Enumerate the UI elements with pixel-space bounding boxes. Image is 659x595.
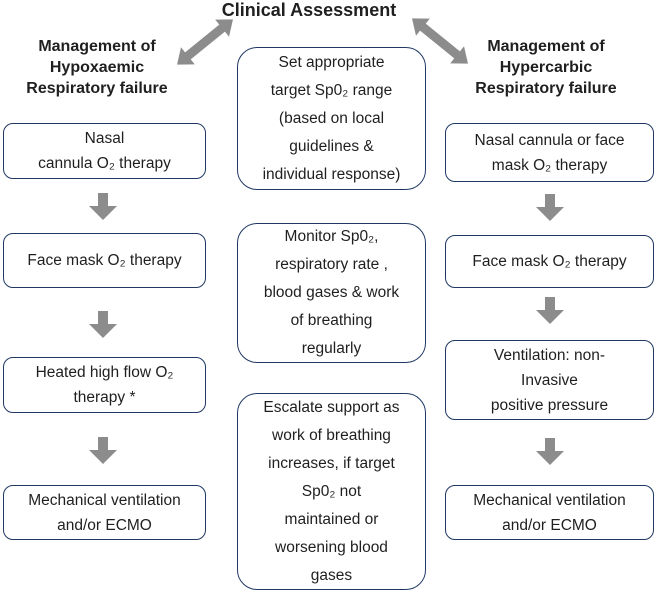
box-nasal-cannula-o2-therapy: Nasal cannula O₂ therapy <box>3 123 206 179</box>
box-non-invasive-ventilation: Ventilation: non- Invasive positive pres… <box>445 340 654 420</box>
box-monitor-spo2: Monitor Sp0₂, respiratory rate , blood g… <box>237 223 426 363</box>
box-face-mask-o2-therapy-right: Face mask O₂ therapy <box>445 235 654 288</box>
page-title: Clinical Assessment <box>221 0 397 20</box>
down-arrow-icon <box>536 438 564 465</box>
box-set-target-spo2-range: Set appropriate target Sp0₂ range (based… <box>237 47 426 190</box>
down-arrow-icon <box>536 194 564 221</box>
box-mechanical-ventilation-ecmo-right: Mechanical ventilation and/or ECMO <box>445 485 654 540</box>
down-arrow-icon <box>89 437 117 464</box>
box-escalate-support: Escalate support as work of breathing in… <box>237 393 426 590</box>
double-arrow-left-icon <box>177 19 233 65</box>
down-arrow-icon <box>89 193 117 220</box>
box-mechanical-ventilation-ecmo-left: Mechanical ventilation and/or ECMO <box>3 485 206 540</box>
left-column-header: Management of Hypoxaemic Respiratory fai… <box>26 38 168 97</box>
right-column-header: Management of Hypercarbic Respiratory fa… <box>475 38 617 97</box>
down-arrow-icon <box>536 297 564 324</box>
down-arrow-icon <box>89 311 117 338</box>
box-heated-high-flow-o2-therapy: Heated high flow O₂ therapy * <box>3 357 206 413</box>
box-nasal-cannula-or-face-mask: Nasal cannula or face mask O₂ therapy <box>445 123 654 182</box>
box-face-mask-o2-therapy-left: Face mask O₂ therapy <box>3 233 206 288</box>
double-arrow-right-icon <box>412 18 468 64</box>
